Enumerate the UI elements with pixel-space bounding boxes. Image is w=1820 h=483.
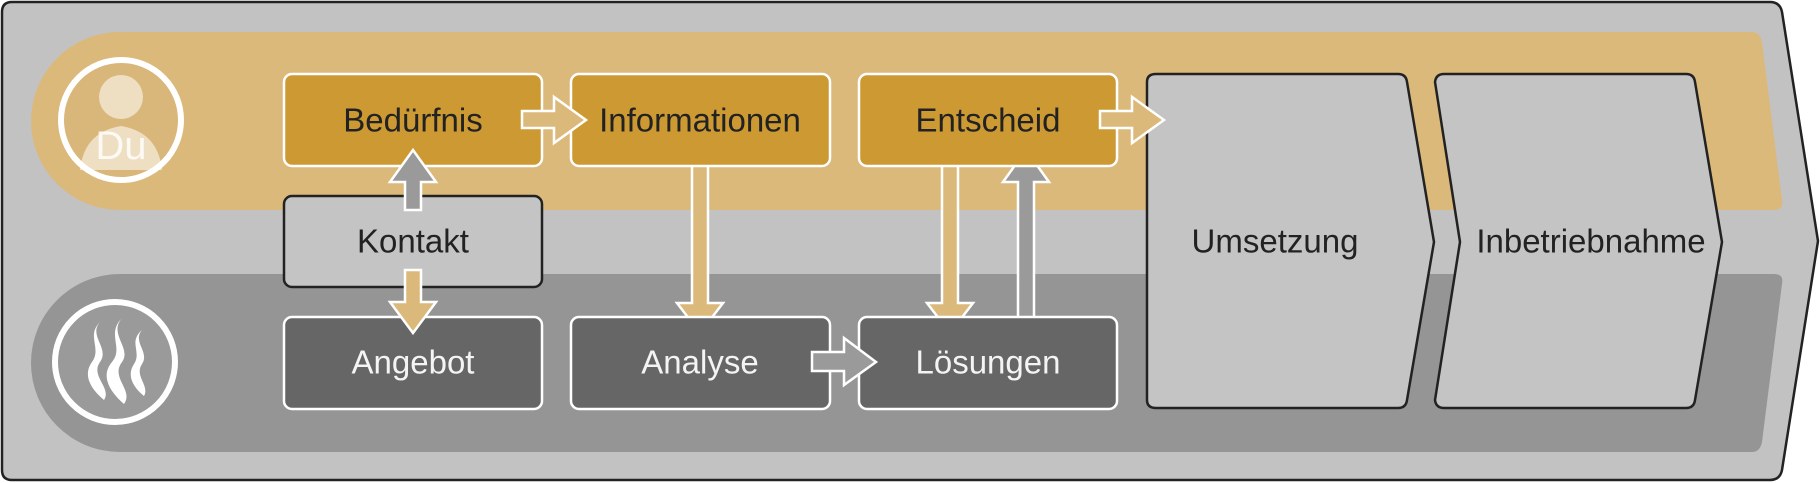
step-angebot-label: Angebot: [352, 344, 475, 381]
person-icon: Du: [58, 57, 184, 183]
step-kontakt-label: Kontakt: [357, 223, 469, 260]
arrow-kontakt-to-beduerfnis: [387, 147, 439, 212]
arrow-kontakt-to-angebot: [387, 268, 439, 336]
arrow-beduerfnis-to-informationen: [520, 94, 589, 146]
step-entscheid-label: Entscheid: [916, 102, 1061, 139]
person-icon-text: Du: [95, 124, 146, 168]
phase-inbetriebnahme-box: [1433, 72, 1724, 410]
step-analyse-label: Analyse: [641, 344, 758, 381]
step-informationen-label: Informationen: [599, 102, 801, 139]
arrow-entscheid-to-umsetzung: [1098, 94, 1167, 146]
heat-waves-icon: [52, 299, 178, 425]
phase-umsetzung-label: Umsetzung: [1192, 223, 1359, 260]
phase-inbetriebnahme-label: Inbetriebnahme: [1476, 223, 1705, 260]
phase-umsetzung-box: [1145, 72, 1436, 410]
step-loesungen-label: Lösungen: [916, 344, 1061, 381]
arrow-analyse-to-loesungen: [810, 335, 879, 388]
step-beduerfnis-label: Bedürfnis: [343, 102, 482, 139]
